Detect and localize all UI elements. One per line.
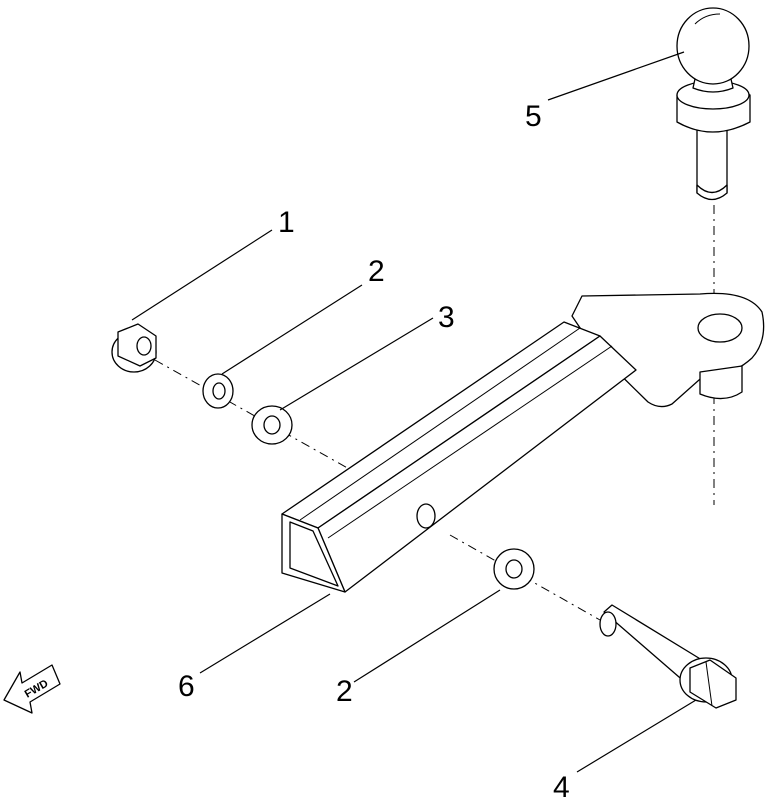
flange-nut: [111, 323, 157, 373]
lock-washer: [202, 373, 234, 409]
flat-washer: [251, 405, 293, 445]
callout-1: 1: [278, 206, 295, 239]
callout-2-upper: 2: [368, 255, 385, 288]
leader-lines: [131, 51, 697, 773]
callout-6: 6: [178, 670, 195, 703]
hitch-ball: [676, 7, 751, 201]
flange-bolt: [599, 604, 737, 709]
lower-washer: [493, 548, 535, 590]
callout-2-lower: 2: [336, 675, 353, 708]
callout-4: 4: [553, 771, 570, 800]
fwd-direction-arrow: FWD: [3, 664, 61, 714]
receiver-tube: [281, 292, 765, 593]
callout-5: 5: [525, 100, 542, 133]
callout-3: 3: [438, 301, 455, 334]
